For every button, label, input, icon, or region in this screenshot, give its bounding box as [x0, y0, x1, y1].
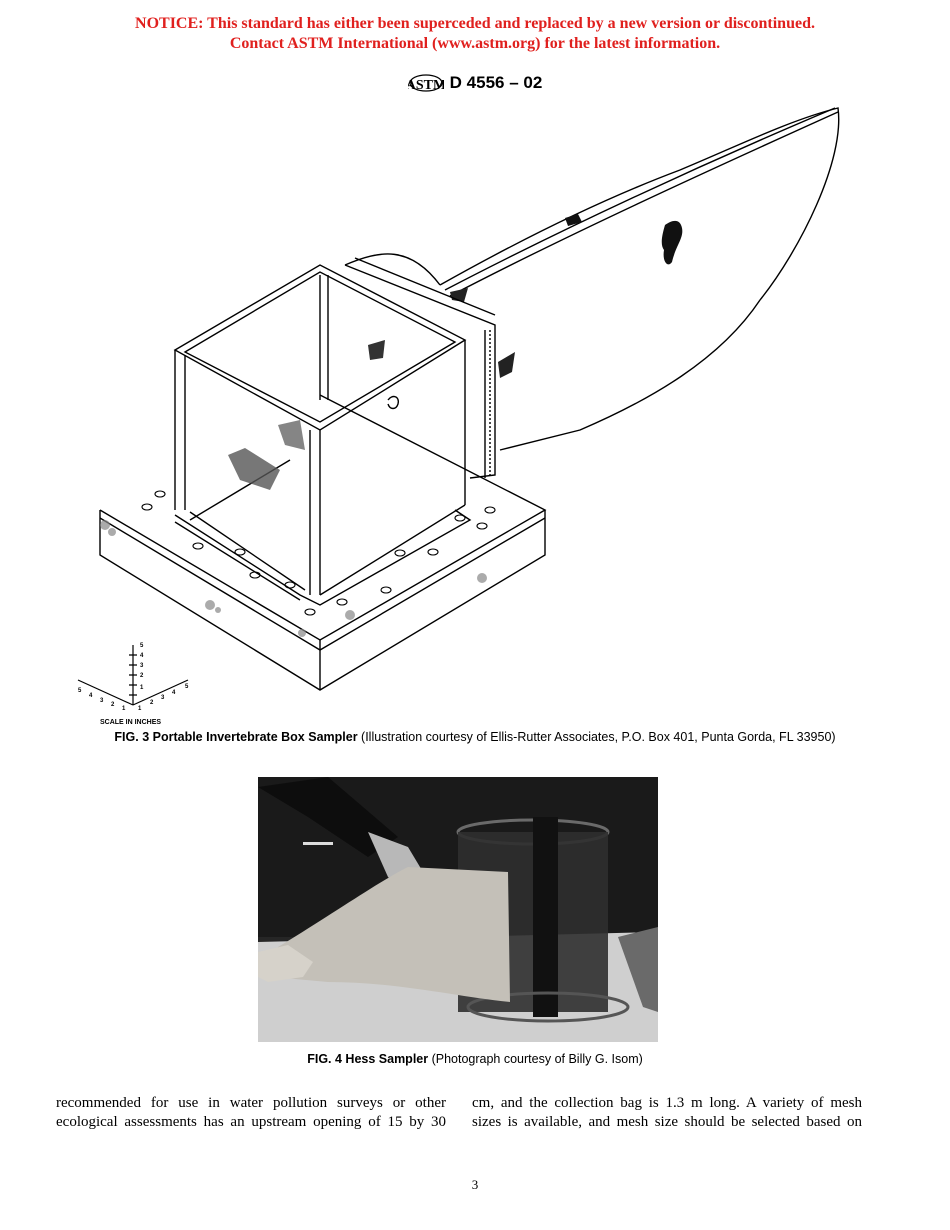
- svg-text:3: 3: [161, 695, 165, 701]
- svg-text:3: 3: [140, 663, 144, 669]
- svg-text:4: 4: [89, 693, 93, 699]
- figure-4-caption: FIG. 4 Hess Sampler (Photograph courtesy…: [0, 1052, 950, 1066]
- body-text-right-column: cm, and the collection bag is 1.3 m long…: [472, 1094, 862, 1132]
- figure-4-title: FIG. 4 Hess Sampler: [307, 1052, 429, 1066]
- figure-3-credit: (Illustration courtesy of Ellis-Rutter A…: [357, 730, 836, 744]
- svg-text:2: 2: [150, 700, 154, 706]
- svg-text:1: 1: [122, 706, 126, 712]
- svg-text:5: 5: [78, 688, 82, 694]
- figure-4-credit: (Photograph courtesy of Billy G. Isom): [428, 1052, 643, 1066]
- hess-sampler-photograph-icon: [258, 777, 658, 1042]
- svg-text:3: 3: [100, 698, 104, 704]
- svg-text:ASTM: ASTM: [408, 78, 444, 93]
- svg-text:1: 1: [140, 685, 144, 691]
- scale-label: SCALE IN INCHES: [100, 719, 161, 726]
- notice-line-1: NOTICE: This standard has either been su…: [135, 15, 815, 32]
- astm-logo-icon: ASTM: [408, 74, 444, 93]
- figure-3-title: FIG. 3 Portable Invertebrate Box Sampler: [114, 730, 358, 744]
- body-line: sizes is available, and mesh size should…: [472, 1114, 862, 1130]
- body-text-left-column: recommended for use in water pollution s…: [56, 1094, 446, 1132]
- svg-text:4: 4: [172, 690, 176, 696]
- figure-3-caption: FIG. 3 Portable Invertebrate Box Sampler…: [0, 730, 950, 744]
- body-line: cm, and the collection bag is 1.3 m long…: [472, 1095, 862, 1111]
- box-sampler-illustration: 5 4 3 2 1 5 4 3 2 1 1 2 3 4 5 SCALE IN INCHES: [77, 107, 840, 726]
- svg-text:2: 2: [111, 702, 115, 708]
- hess-sampler-photo: [258, 777, 658, 1042]
- page-number: 3: [471, 1177, 479, 1192]
- svg-text:2: 2: [140, 673, 144, 679]
- standard-designation: D 4556 – 02: [449, 73, 543, 92]
- svg-text:5: 5: [140, 643, 144, 649]
- standard-header: ASTM D 4556 – 02: [0, 68, 950, 98]
- supersession-notice: NOTICE: This standard has either been su…: [0, 14, 950, 54]
- svg-text:5: 5: [185, 684, 189, 690]
- body-line: recommended for use in water pollution s…: [56, 1095, 446, 1111]
- svg-text:4: 4: [140, 653, 144, 659]
- scale-axes: [77, 645, 189, 706]
- body-line: ecological assessments has an upstream o…: [56, 1114, 446, 1130]
- svg-text:1: 1: [138, 706, 142, 712]
- notice-line-2: Contact ASTM International (www.astm.org…: [229, 35, 721, 52]
